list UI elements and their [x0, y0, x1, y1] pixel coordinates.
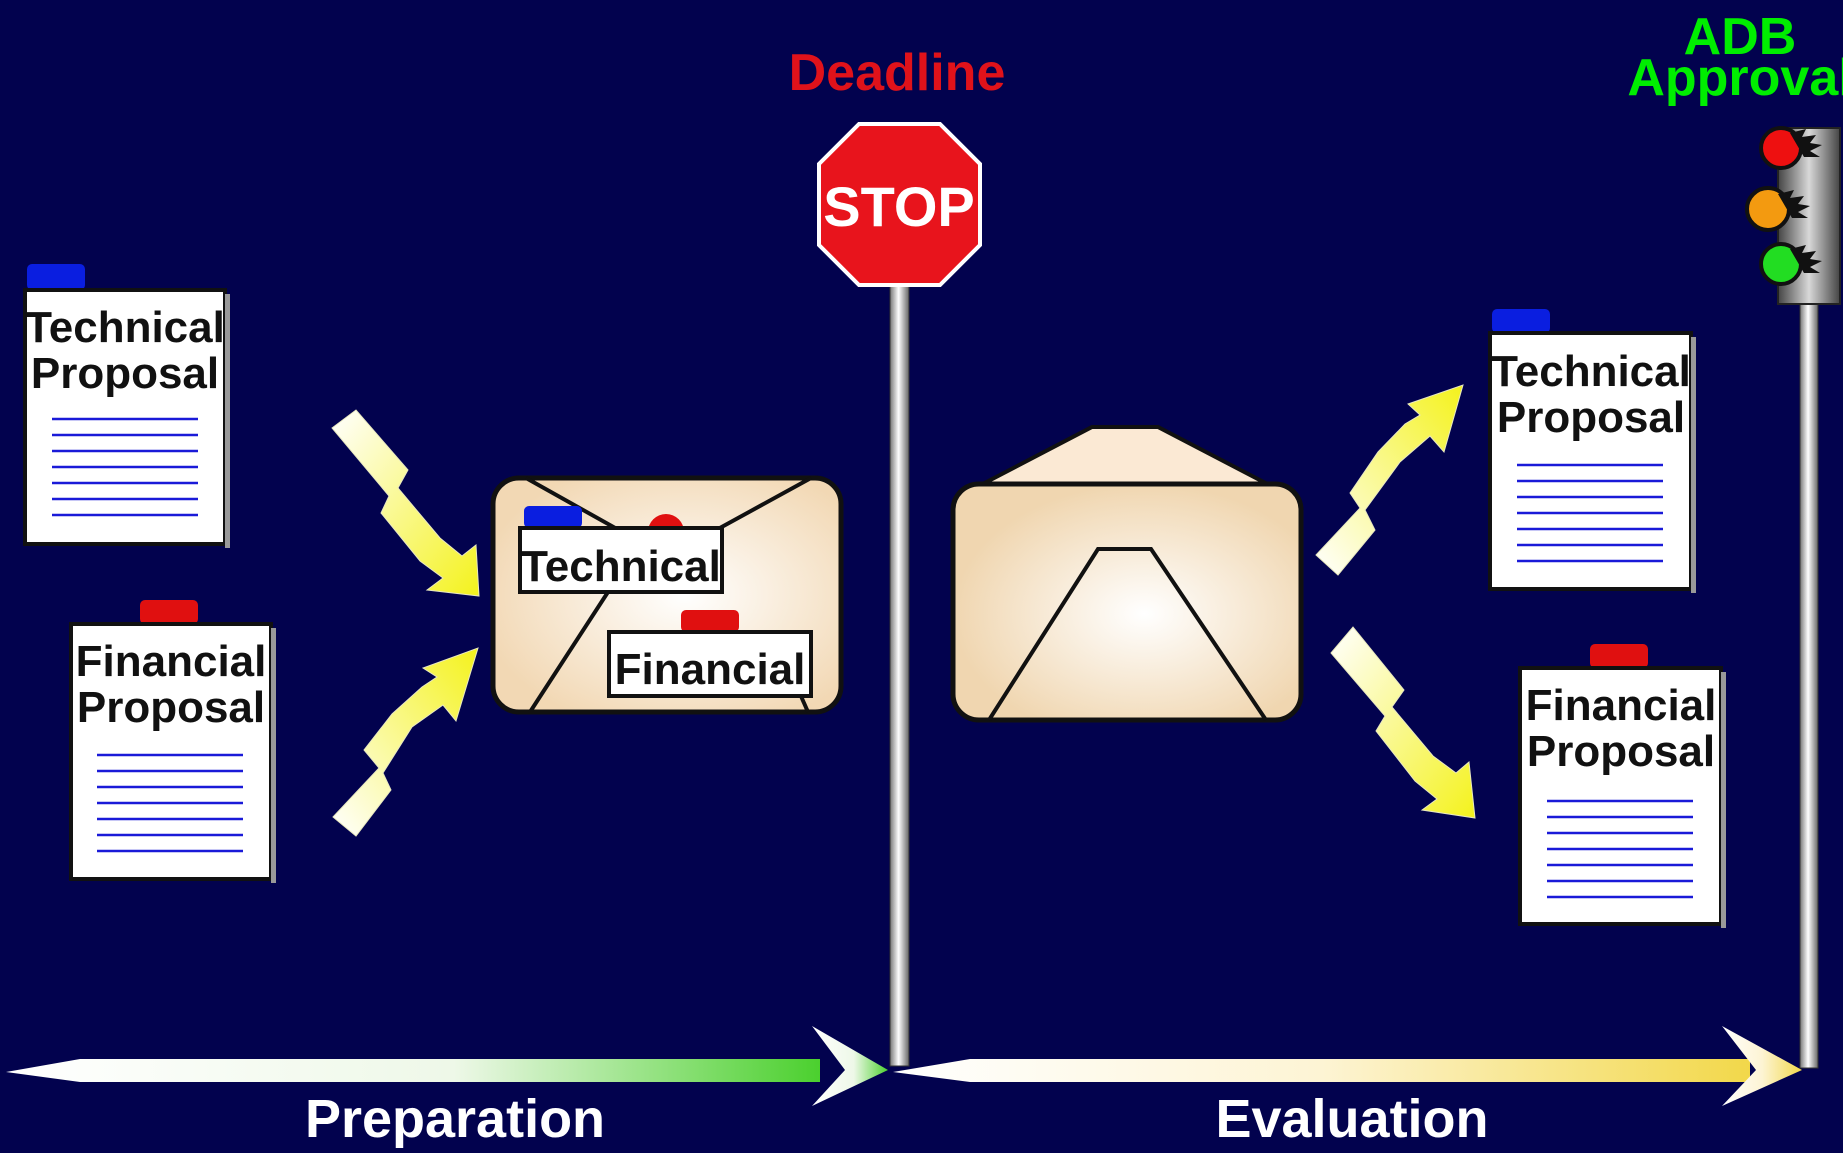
stop-sign-pole	[889, 279, 910, 1067]
technical-proposal-doc-right: Technical Proposal	[1488, 309, 1696, 593]
preparation-label: Preparation	[305, 1089, 605, 1149]
lightning-arrow-icon	[1315, 384, 1464, 576]
lightning-arrow-icon	[332, 647, 479, 837]
technical-left-line2: Proposal	[31, 349, 219, 398]
traffic-light-icon	[1745, 126, 1841, 305]
preparation-arrow	[6, 1026, 888, 1106]
financial-right-line2: Proposal	[1527, 727, 1715, 776]
financial-right-line1: Financial	[1526, 681, 1717, 730]
sealed-envelope: Technical Financial	[490, 475, 844, 715]
financial-left-line2: Proposal	[77, 683, 265, 732]
opened-envelope	[950, 425, 1304, 723]
lightning-arrow-icon	[331, 409, 480, 597]
lightning-arrow-icon	[1330, 626, 1476, 819]
deadline-label: Deadline	[789, 44, 1006, 102]
technical-right-line2: Proposal	[1497, 393, 1685, 442]
financial-proposal-doc-right: Financial Proposal	[1518, 644, 1726, 928]
evaluation-label: Evaluation	[1215, 1089, 1488, 1149]
evaluation-arrow	[893, 1026, 1802, 1106]
envelope-technical-label: Technical	[521, 542, 721, 591]
approval-label-line1: ADB	[1684, 8, 1797, 66]
technical-right-line1: Technical	[1491, 347, 1691, 396]
financial-left-line1: Financial	[76, 637, 267, 686]
envelope-financial-label: Financial	[615, 645, 806, 694]
technical-left-line1: Technical	[25, 303, 225, 352]
approval-label-line2: Approval	[1627, 49, 1843, 107]
financial-proposal-doc-left: Financial Proposal	[69, 600, 276, 883]
stop-sign-icon: STOP	[817, 122, 982, 287]
technical-proposal-doc-left: Technical Proposal	[23, 264, 230, 548]
traffic-light-pole	[1799, 299, 1819, 1069]
stop-sign-text: STOP	[823, 175, 974, 238]
